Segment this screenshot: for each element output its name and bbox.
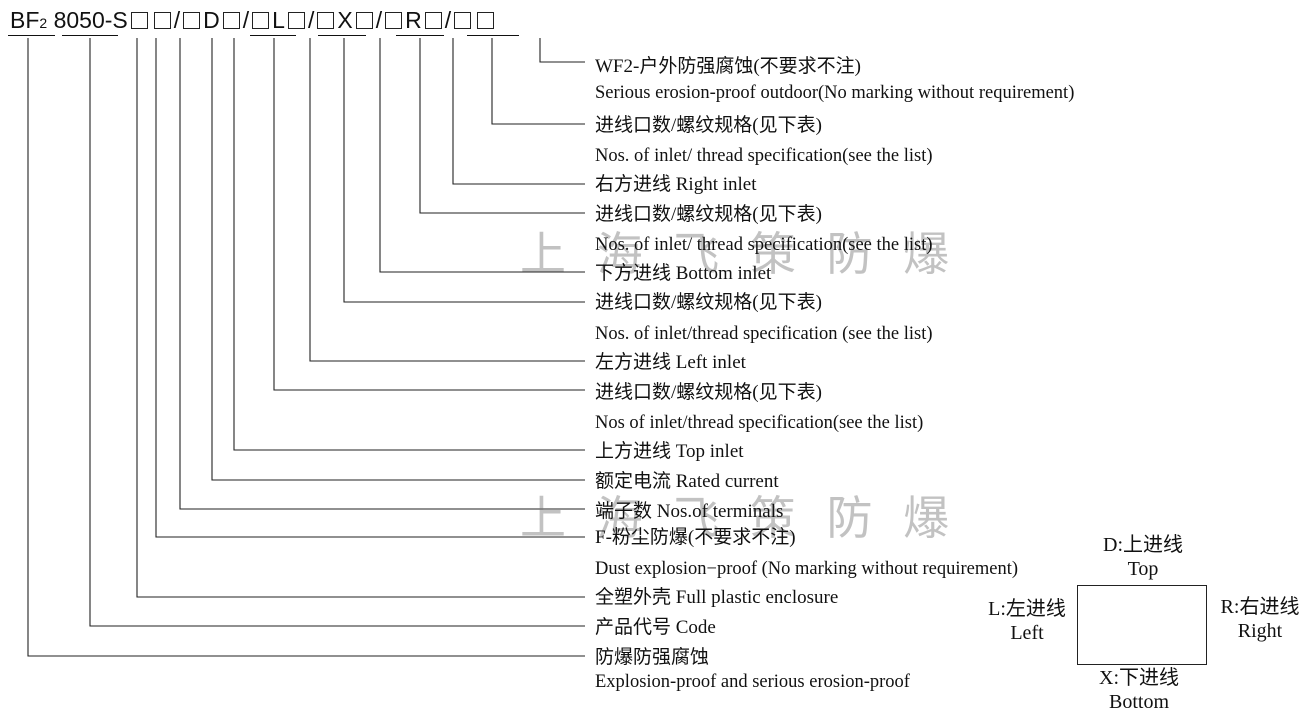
direction-bottom: X:下进线 Bottom bbox=[1086, 666, 1192, 714]
code-slash: / bbox=[444, 7, 452, 33]
label-top-inlet: 上方进线 Top inlet bbox=[595, 441, 744, 462]
label-bottom-thread-en: Nos. of inlet/ thread specification(see … bbox=[595, 235, 933, 255]
label-right-thread-en: Nos. of inlet/ thread specification(see … bbox=[595, 146, 933, 166]
leader-bottom-inlet bbox=[379, 38, 585, 273]
label-terminals: 端子数 Nos.of terminals bbox=[595, 501, 784, 522]
direction-right-en: Right bbox=[1237, 620, 1283, 642]
label-right-thread: 进线口数/螺纹规格(见下表) bbox=[595, 115, 822, 136]
placeholder-box bbox=[424, 12, 442, 29]
label-left-thread-en: Nos. of inlet/thread specification (see … bbox=[595, 324, 933, 344]
label-explosion-proof: 防爆防强腐蚀 bbox=[595, 647, 710, 668]
leader-plastic-enclosure bbox=[136, 38, 585, 598]
placeholder-box bbox=[287, 12, 305, 29]
code-r: R bbox=[405, 7, 422, 33]
label-dust-proof-en: Dust explosion−proof (No marking without… bbox=[595, 559, 1019, 579]
label-wf2-en: Serious erosion-proof outdoor(No marking… bbox=[595, 83, 1075, 103]
code-prefix-sub: 2 bbox=[39, 15, 48, 31]
label-left-inlet: 左方进线 Left inlet bbox=[595, 352, 746, 373]
leader-top-inlet bbox=[233, 38, 585, 451]
code-underline bbox=[396, 35, 444, 36]
code-underline bbox=[8, 35, 55, 36]
leader-top-thread bbox=[273, 38, 585, 391]
placeholder-box bbox=[222, 12, 240, 29]
direction-right: R:右进线 Right bbox=[1212, 595, 1308, 643]
placeholder-box bbox=[252, 12, 270, 29]
direction-left: L:左进线 Left bbox=[982, 597, 1072, 645]
placeholder-box bbox=[153, 12, 171, 29]
leader-left-inlet bbox=[309, 38, 585, 362]
code-slash: / bbox=[307, 7, 315, 33]
leader-left-thread bbox=[343, 38, 585, 303]
code-model: 8050-S bbox=[53, 7, 128, 33]
label-bottom-thread: 进线口数/螺纹规格(见下表) bbox=[595, 204, 822, 225]
label-top-thread: 进线口数/螺纹规格(见下表) bbox=[595, 382, 822, 403]
code-underline bbox=[250, 35, 296, 36]
label-top-thread-en: Nos of inlet/thread specification(see th… bbox=[595, 413, 924, 433]
model-code: BF2 8050-S / D / L / X / R / bbox=[10, 7, 497, 36]
code-d: D bbox=[203, 7, 220, 33]
placeholder-box bbox=[454, 12, 472, 29]
code-underline bbox=[467, 35, 519, 36]
code-slash: / bbox=[242, 7, 250, 33]
code-prefix: BF bbox=[10, 7, 40, 33]
label-product-code: 产品代号 Code bbox=[595, 617, 716, 638]
leader-bottom-thread bbox=[419, 38, 585, 214]
label-explosion-proof-en: Explosion-proof and serious erosion-proo… bbox=[595, 672, 910, 692]
leader-terminals bbox=[179, 38, 585, 510]
label-rated-current: 额定电流 Rated current bbox=[595, 471, 779, 492]
leader-product-code bbox=[89, 38, 585, 627]
leader-right-thread bbox=[491, 38, 585, 125]
code-slash: / bbox=[375, 7, 383, 33]
code-underline bbox=[318, 35, 366, 36]
label-right-inlet: 右方进线 Right inlet bbox=[595, 174, 757, 195]
code-x: X bbox=[337, 7, 353, 33]
code-underline bbox=[62, 35, 118, 36]
label-plastic-enclosure: 全塑外壳 Full plastic enclosure bbox=[595, 587, 839, 608]
direction-top-cn: D:上进线 bbox=[1103, 534, 1183, 556]
leader-dust-proof bbox=[155, 38, 585, 538]
direction-bottom-cn: X:下进线 bbox=[1099, 667, 1179, 689]
label-bottom-inlet: 下方进线 Bottom inlet bbox=[595, 263, 772, 284]
direction-bottom-en: Bottom bbox=[1108, 691, 1169, 713]
leader-explosion-proof bbox=[27, 38, 585, 657]
placeholder-box bbox=[183, 12, 201, 29]
placeholder-box bbox=[477, 12, 495, 29]
placeholder-box bbox=[385, 12, 403, 29]
direction-left-en: Left bbox=[1010, 622, 1044, 644]
leader-right-inlet bbox=[452, 38, 585, 185]
enclosure-box bbox=[1077, 585, 1207, 665]
direction-left-cn: L:左进线 bbox=[988, 598, 1066, 620]
direction-right-cn: R:右进线 bbox=[1220, 596, 1300, 618]
direction-top-en: Top bbox=[1127, 558, 1159, 580]
placeholder-box bbox=[130, 12, 148, 29]
placeholder-box bbox=[317, 12, 335, 29]
direction-top: D:上进线 Top bbox=[1090, 533, 1196, 581]
leader-rated-current bbox=[211, 38, 585, 481]
code-l: L bbox=[272, 7, 285, 33]
label-dust-proof: F-粉尘防爆(不要求不注) bbox=[595, 527, 796, 548]
label-left-thread: 进线口数/螺纹规格(见下表) bbox=[595, 292, 822, 313]
leader-wf2 bbox=[539, 38, 585, 63]
label-wf2: WF2-户外防强腐蚀(不要求不注) bbox=[595, 56, 861, 77]
code-slash: / bbox=[173, 7, 181, 33]
placeholder-box bbox=[355, 12, 373, 29]
